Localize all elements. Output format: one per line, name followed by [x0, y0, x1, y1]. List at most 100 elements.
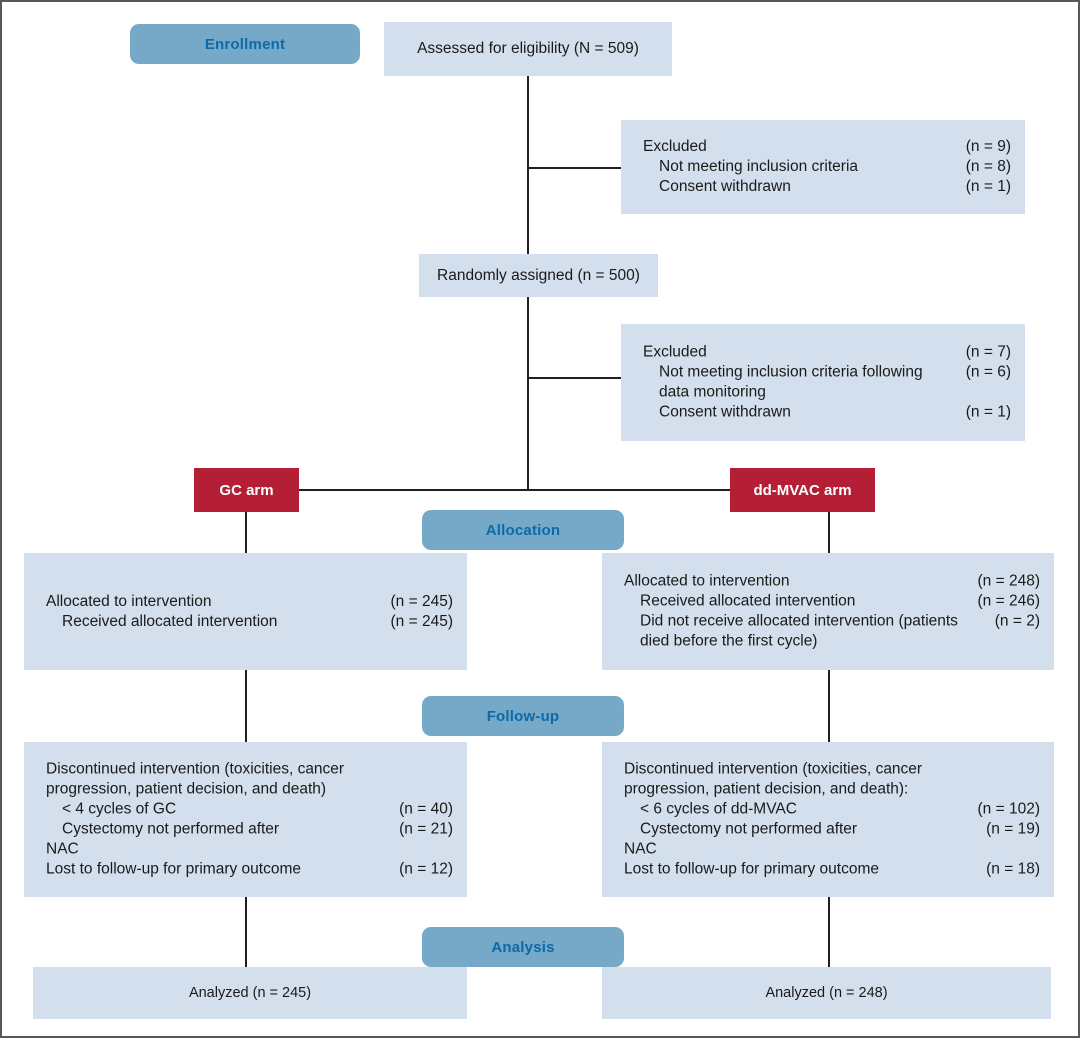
stage-label-enrollment: Enrollment: [204, 35, 286, 53]
stage-pill-allocation: Allocation: [422, 510, 624, 550]
list-item-label: Did not receive allocated intervention (…: [640, 612, 958, 650]
list-item: Discontinued intervention (toxicities, c…: [46, 759, 453, 799]
connector-gc-arm-to-allocation: [245, 512, 247, 560]
list-item-label: NAC: [624, 840, 657, 858]
box-followup-ddmvac: Discontinued intervention (toxicities, c…: [602, 742, 1054, 897]
box-allocation-gc: Allocated to intervention(n = 245)Receiv…: [24, 553, 467, 670]
list-item: NAC: [46, 840, 453, 860]
list-item-label: Cystectomy not performed after: [62, 820, 280, 838]
list-item-count: (n = 2): [994, 612, 1040, 630]
list-item-count: (n = 18): [986, 860, 1040, 878]
list-item: < 4 cycles of GC (n = 40): [46, 799, 453, 819]
list-item-count: (n = 7): [965, 343, 1011, 361]
list-item: Not meeting inclusion criteria (n = 8): [643, 157, 1011, 177]
list-item: Did not receive allocated intervention (…: [624, 612, 1040, 652]
connector-right-allocation-to-followup: [828, 670, 830, 748]
list-item-label: Lost to follow-up for primary outcome: [46, 860, 301, 878]
list-item-label: Discontinued intervention (toxicities, c…: [624, 760, 923, 798]
allocation-left-list: Allocated to intervention(n = 245)Receiv…: [46, 591, 453, 631]
list-item-label: Received allocated intervention: [640, 592, 856, 610]
arm-box-gc: GC arm: [194, 468, 299, 512]
analysis-left-text: Analyzed (n = 245): [188, 985, 312, 1001]
list-item: Lost to follow-up for primary outcome (n …: [46, 860, 453, 880]
box-allocation-ddmvac: Allocated to intervention(n = 248)Receiv…: [602, 553, 1054, 670]
list-item-count: (n = 40): [399, 800, 453, 818]
stage-pill-analysis: Analysis: [422, 927, 624, 967]
list-item-label: Received allocated intervention: [62, 612, 278, 630]
arm-box-ddmvac: dd-MVAC arm: [730, 468, 875, 512]
stage-pill-followup: Follow-up: [422, 696, 624, 736]
connector-randomized-to-split: [527, 297, 529, 489]
list-item: Consent withdrawn(n = 1): [643, 403, 1011, 423]
list-item: Allocated to intervention (n = 245): [46, 591, 453, 611]
list-item-count: (n = 248): [977, 572, 1040, 590]
list-item-label: Excluded: [643, 137, 707, 155]
list-item: Not meeting inclusion criteria following…: [643, 362, 1011, 402]
connector-left-followup-to-analysis: [245, 897, 247, 975]
list-item-label: Consent withdrawn: [659, 403, 791, 421]
analysis-right-text: Analyzed (n = 248): [765, 985, 888, 1001]
list-item-count: (n = 8): [965, 157, 1011, 175]
list-item-count: (n = 9): [965, 137, 1011, 155]
list-item: Excluded (n = 7): [643, 342, 1011, 362]
box-excluded-pre-randomization: Excluded (n = 9) Not meeting inclusion cri…: [621, 120, 1025, 214]
excluded-1-list: Excluded (n = 9) Not meeting inclusion cri…: [643, 137, 1011, 197]
stage-pill-enrollment: Enrollment: [130, 24, 360, 64]
stage-label-allocation: Allocation: [485, 521, 561, 539]
connector-ddmvac-arm-to-allocation: [828, 512, 830, 560]
list-item-count: (n = 19): [986, 820, 1040, 838]
allocation-right-list: Allocated to intervention(n = 248)Receiv…: [624, 571, 1040, 652]
list-item-count: (n = 6): [965, 363, 1011, 381]
list-item-label: NAC: [46, 840, 79, 858]
list-item: Excluded (n = 9): [643, 137, 1011, 157]
connector-arm-split: [297, 489, 733, 491]
list-item-count: (n = 246): [977, 592, 1040, 610]
followup-left-list: Discontinued intervention (toxicities, c…: [46, 759, 453, 880]
followup-right-list: Discontinued intervention (toxicities, c…: [624, 759, 1040, 880]
list-item: < 6 cycles of dd-MVAC (n = 102): [624, 799, 1040, 819]
list-item: Received allocated intervention (n = 246): [624, 591, 1040, 611]
stage-label-analysis: Analysis: [491, 938, 555, 956]
list-item: Allocated to intervention (n = 248): [624, 571, 1040, 591]
list-item-label: Cystectomy not performed after: [640, 820, 858, 838]
randomized-text: Randomly assigned (n = 500): [437, 266, 640, 284]
list-item-count: (n = 245): [390, 592, 453, 610]
box-analysis-ddmvac: Analyzed (n = 248): [602, 967, 1051, 1019]
list-item: Lost to follow-up for primary outcome (n …: [624, 860, 1040, 880]
list-item: Received allocated intervention (n = 245): [46, 612, 453, 632]
list-item-label: Excluded: [643, 343, 707, 361]
list-item-label: Allocated to intervention: [46, 592, 212, 610]
list-item: Consent withdrawn (n = 1): [643, 177, 1011, 197]
list-item: Cystectomy not performed after (n = 19): [624, 820, 1040, 840]
list-item-label: Consent withdrawn: [659, 178, 791, 196]
assessed-text: Assessed for eligibility (N = 509): [417, 40, 639, 57]
list-item-count: (n = 245): [390, 612, 453, 630]
connector-to-excluded-2: [527, 377, 621, 379]
list-item-count: (n = 1): [965, 178, 1011, 196]
list-item-label: Not meeting inclusion criteria: [659, 157, 859, 175]
connector-left-allocation-to-followup: [245, 670, 247, 748]
list-item-count: (n = 12): [399, 860, 453, 878]
box-analysis-gc: Analyzed (n = 245): [33, 967, 467, 1019]
box-assessed-for-eligibility: Assessed for eligibility (N = 509): [384, 22, 672, 76]
list-item-count: (n = 102): [977, 800, 1040, 818]
connector-assessed-to-randomized: [527, 76, 529, 254]
list-item: NAC: [624, 840, 1040, 860]
connector-to-excluded-1: [527, 167, 621, 169]
list-item-label: Allocated to intervention: [624, 572, 790, 590]
list-item-label: < 6 cycles of dd-MVAC: [640, 800, 797, 818]
box-followup-gc: Discontinued intervention (toxicities, c…: [24, 742, 467, 897]
list-item: Cystectomy not performed after(n = 21): [46, 820, 453, 840]
connector-right-followup-to-analysis: [828, 897, 830, 975]
box-excluded-post-randomization: Excluded (n = 7) Not meeting inclusion cri…: [621, 324, 1025, 441]
list-item-label: Not meeting inclusion criteria following…: [659, 363, 923, 401]
box-randomly-assigned: Randomly assigned (n = 500): [419, 254, 658, 297]
list-item-label: Lost to follow-up for primary outcome: [624, 860, 879, 878]
stage-label-followup: Follow-up: [486, 707, 560, 725]
list-item: Discontinued intervention (toxicities, c…: [624, 759, 1040, 799]
list-item-label: < 4 cycles of GC: [62, 800, 177, 818]
arm-label-gc: GC arm: [219, 481, 274, 499]
excluded-2-list: Excluded (n = 7) Not meeting inclusion cri…: [643, 342, 1011, 423]
list-item-label: Discontinued intervention (toxicities, c…: [46, 760, 345, 798]
